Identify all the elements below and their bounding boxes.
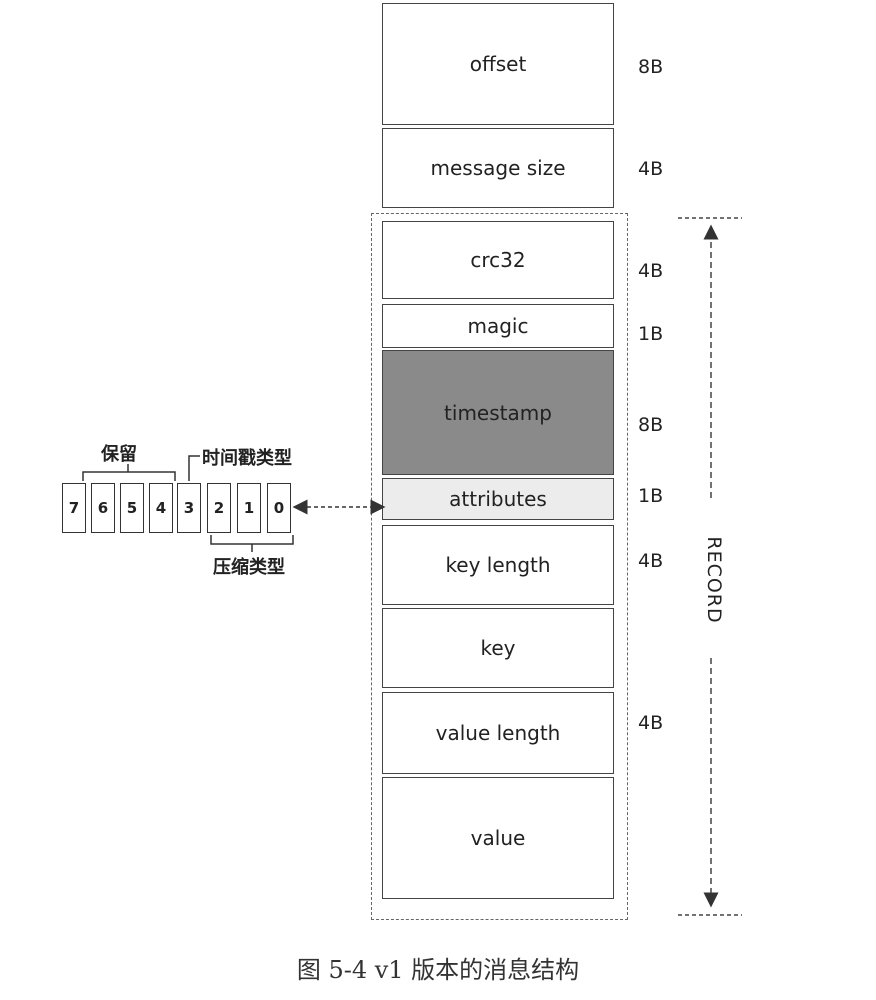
reserved-bracket (82, 471, 176, 481)
bit-7: 7 (62, 483, 86, 533)
record-label: RECORD (703, 536, 725, 624)
field-message-size: message size (382, 128, 614, 208)
size-timestamp: 8B (638, 414, 664, 436)
field-timestamp: timestamp (382, 350, 614, 475)
size-magic: 1B (638, 323, 664, 345)
field-offset: offset (382, 3, 614, 125)
field-key-length: key length (382, 525, 614, 605)
field-attributes: attributes (382, 478, 614, 520)
field-value-length: value length (382, 692, 614, 774)
compression-type-label: 压缩类型 (213, 557, 285, 578)
reserved-label: 保留 (101, 444, 137, 465)
bit-0: 0 (267, 483, 291, 533)
bit-6: 6 (91, 483, 115, 533)
bit-1: 1 (237, 483, 261, 533)
figure-caption: 图 5-4 v1 版本的消息结构 (296, 956, 580, 984)
size-offset: 8B (638, 56, 664, 78)
size-attributes: 1B (638, 485, 664, 507)
field-magic: magic (382, 304, 614, 348)
field-crc32: crc32 (382, 221, 614, 299)
size-crc32: 4B (638, 260, 664, 282)
size-message-size: 4B (638, 158, 664, 180)
bit-2: 2 (207, 483, 231, 533)
size-key-length: 4B (638, 550, 664, 572)
bit-4: 4 (149, 483, 173, 533)
field-key: key (382, 608, 614, 688)
timestamp-type-bracket (188, 455, 200, 481)
bit-3: 3 (177, 483, 201, 533)
field-value: value (382, 777, 614, 899)
compression-bracket (210, 535, 294, 545)
timestamp-type-label: 时间戳类型 (202, 448, 292, 469)
size-value-length: 4B (638, 712, 664, 734)
bit-5: 5 (120, 483, 144, 533)
record-boundary (371, 213, 628, 920)
